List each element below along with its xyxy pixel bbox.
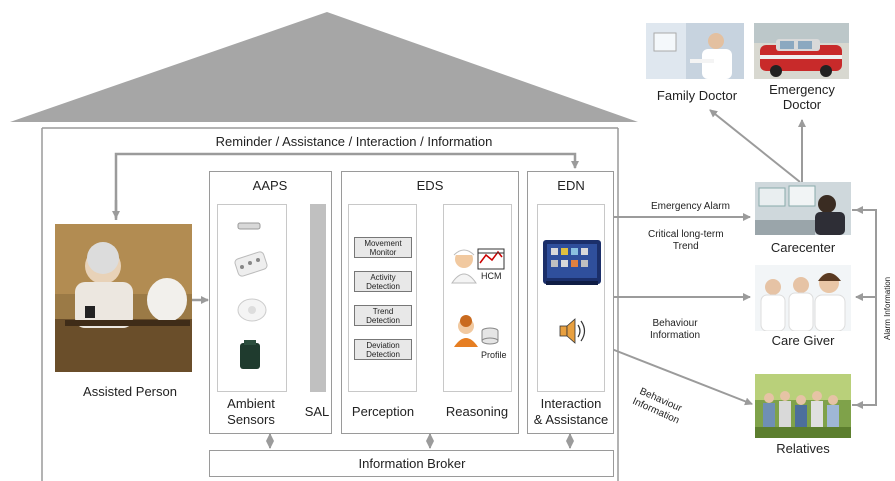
- doctor-avatar-icon: [451, 249, 477, 284]
- hcm-label: HCM: [481, 271, 502, 281]
- house-roof: [10, 12, 638, 122]
- critical-trend-label: Critical long-term Trend: [648, 229, 724, 252]
- ambient-sensors-label: Ambient Sensors: [227, 396, 275, 427]
- edn-title: EDN: [557, 178, 585, 193]
- perception-label: Perception: [351, 404, 415, 419]
- relatives-arrow: [603, 345, 753, 406]
- tablet-ui-icon: [543, 240, 601, 285]
- ambient-sensors-panel: [217, 204, 287, 392]
- activity-detection-module: Activity Detection: [354, 271, 412, 292]
- reminder-arrow: [114, 152, 579, 220]
- relatives-label: Relatives: [776, 441, 830, 456]
- carecenter-photo: [755, 182, 851, 235]
- sensor-icons: [234, 222, 268, 369]
- care-giver-label: Care Giver: [771, 333, 835, 348]
- eds-title: EDS: [416, 178, 444, 193]
- family-doctor-photo: [646, 23, 744, 79]
- interaction-icons: [543, 240, 601, 344]
- sal-bar: [310, 204, 326, 392]
- top-flow-label: Reminder / Assistance / Interaction / In…: [215, 134, 493, 149]
- reasoning-label: Reasoning: [445, 404, 509, 419]
- information-broker-label: Information Broker: [358, 456, 466, 471]
- emergency-alarm-label: Emergency Alarm: [651, 201, 730, 212]
- reasoning-icons: [451, 248, 505, 347]
- deviation-detection-module: Deviation Detection: [354, 339, 412, 360]
- family-doctor-label: Family Doctor: [656, 88, 738, 103]
- perception-panel: [348, 204, 417, 392]
- aaps-title: AAPS: [252, 178, 288, 193]
- information-broker-box: [209, 450, 614, 477]
- assisted-person-photo: [55, 224, 192, 372]
- emergency-doctor-label: Emergency Doctor: [769, 82, 835, 112]
- trend-detection-module: Trend Detection: [354, 305, 412, 326]
- relatives-photo: [755, 374, 851, 438]
- care-giver-photo: [755, 265, 851, 331]
- sal-label: SAL: [304, 404, 330, 419]
- carecenter-label: Carecenter: [770, 240, 836, 255]
- movement-monitor-module: Movement Monitor: [354, 237, 412, 258]
- assisted-person-label: Assisted Person: [83, 384, 177, 399]
- profile-label: Profile: [481, 350, 507, 360]
- sensor-array-icon: [234, 251, 268, 277]
- database-icon: [481, 327, 499, 345]
- chart-icon: [477, 248, 505, 270]
- reasoning-panel: [443, 204, 512, 392]
- alarm-information-label: Alarm Information: [883, 276, 892, 340]
- alarm-info-bracket: [852, 209, 877, 406]
- interaction-panel: [537, 204, 605, 392]
- interaction-assistance-label: Interaction & Assistance: [533, 396, 609, 427]
- speaker-icon: [559, 318, 586, 344]
- to-family-doctor-arrow: [709, 109, 801, 183]
- emergency-doctor-photo: [754, 23, 849, 79]
- person-avatar-icon: [454, 315, 478, 347]
- behaviour-caregiver-label: Behaviour Information: [650, 318, 701, 341]
